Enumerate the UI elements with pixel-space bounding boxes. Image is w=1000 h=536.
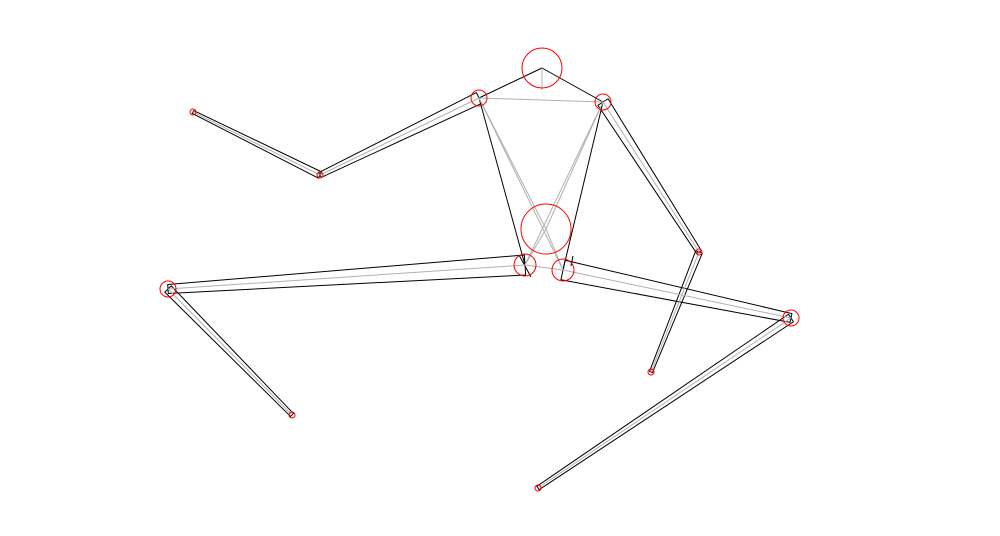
axis-right-elbow-to-right-hand xyxy=(650,251,700,373)
joint-left-elbow xyxy=(316,171,324,179)
axis-left-hip-to-left-knee xyxy=(167,264,526,290)
torso-axis-left-hip-to-right-hip xyxy=(524,264,564,271)
axis-right-shoulder-to-right-elbow xyxy=(602,101,700,253)
torso-axis-left-shoulder-to-right-shoulder xyxy=(478,97,604,103)
hip-edge-left xyxy=(518,254,532,278)
axis-left-shoulder-to-left-elbow xyxy=(319,97,480,176)
torso-edge-left-shoulder-to-left-hip xyxy=(478,97,526,266)
skeleton-bones xyxy=(164,67,795,491)
joint-right-hand xyxy=(647,368,655,376)
joint-left-hand xyxy=(189,108,197,116)
bone-left-shoulder-to-left-elbow xyxy=(318,92,483,178)
torso-axis-left-shoulder-to-right-hip xyxy=(478,97,564,271)
joint-right-elbow xyxy=(695,248,703,256)
axis-right-knee-to-right-foot xyxy=(537,317,792,489)
bone-left-hip-to-left-knee xyxy=(167,254,527,294)
torso-axis-pelvis-to-right-hip xyxy=(545,228,564,271)
axis-left-knee-to-left-foot xyxy=(167,288,293,416)
joint-left-foot xyxy=(288,411,296,419)
torso-axis-right-shoulder-to-left-hip xyxy=(524,101,604,266)
torso-axis-pelvis-to-left-hip xyxy=(524,228,547,266)
joint-left-shoulder xyxy=(470,89,488,107)
torso-edge-head-to-right-shoulder xyxy=(541,67,604,103)
joint-right-shoulder xyxy=(594,93,612,111)
torso-axis-right-shoulder-to-pelvis xyxy=(545,101,604,230)
bone-right-hip-to-right-knee xyxy=(560,259,793,323)
axis-left-elbow-to-left-hand xyxy=(192,111,321,176)
hip-edge-right xyxy=(570,255,574,267)
bone-right-elbow-to-right-hand xyxy=(649,250,703,374)
joint-right-knee xyxy=(782,309,800,327)
bone-left-knee-to-left-foot xyxy=(164,285,294,417)
skeleton-axis-lines xyxy=(167,68,792,489)
joint-right-foot xyxy=(534,484,542,492)
bone-right-knee-to-right-foot xyxy=(536,313,795,491)
torso-edge-head-to-left-shoulder xyxy=(478,67,543,99)
skeleton-joints xyxy=(159,47,800,492)
axis-right-hip-to-right-knee xyxy=(562,269,792,319)
joint-left-hip xyxy=(513,253,537,277)
joint-pelvis xyxy=(520,203,572,255)
bone-left-elbow-to-left-hand xyxy=(191,110,323,179)
joint-head xyxy=(521,47,563,89)
bone-right-shoulder-to-right-elbow xyxy=(597,98,702,254)
joint-right-hip xyxy=(551,258,575,282)
joint-left-knee xyxy=(159,280,177,298)
torso-edge-right-shoulder-to-right-hip xyxy=(562,101,604,271)
